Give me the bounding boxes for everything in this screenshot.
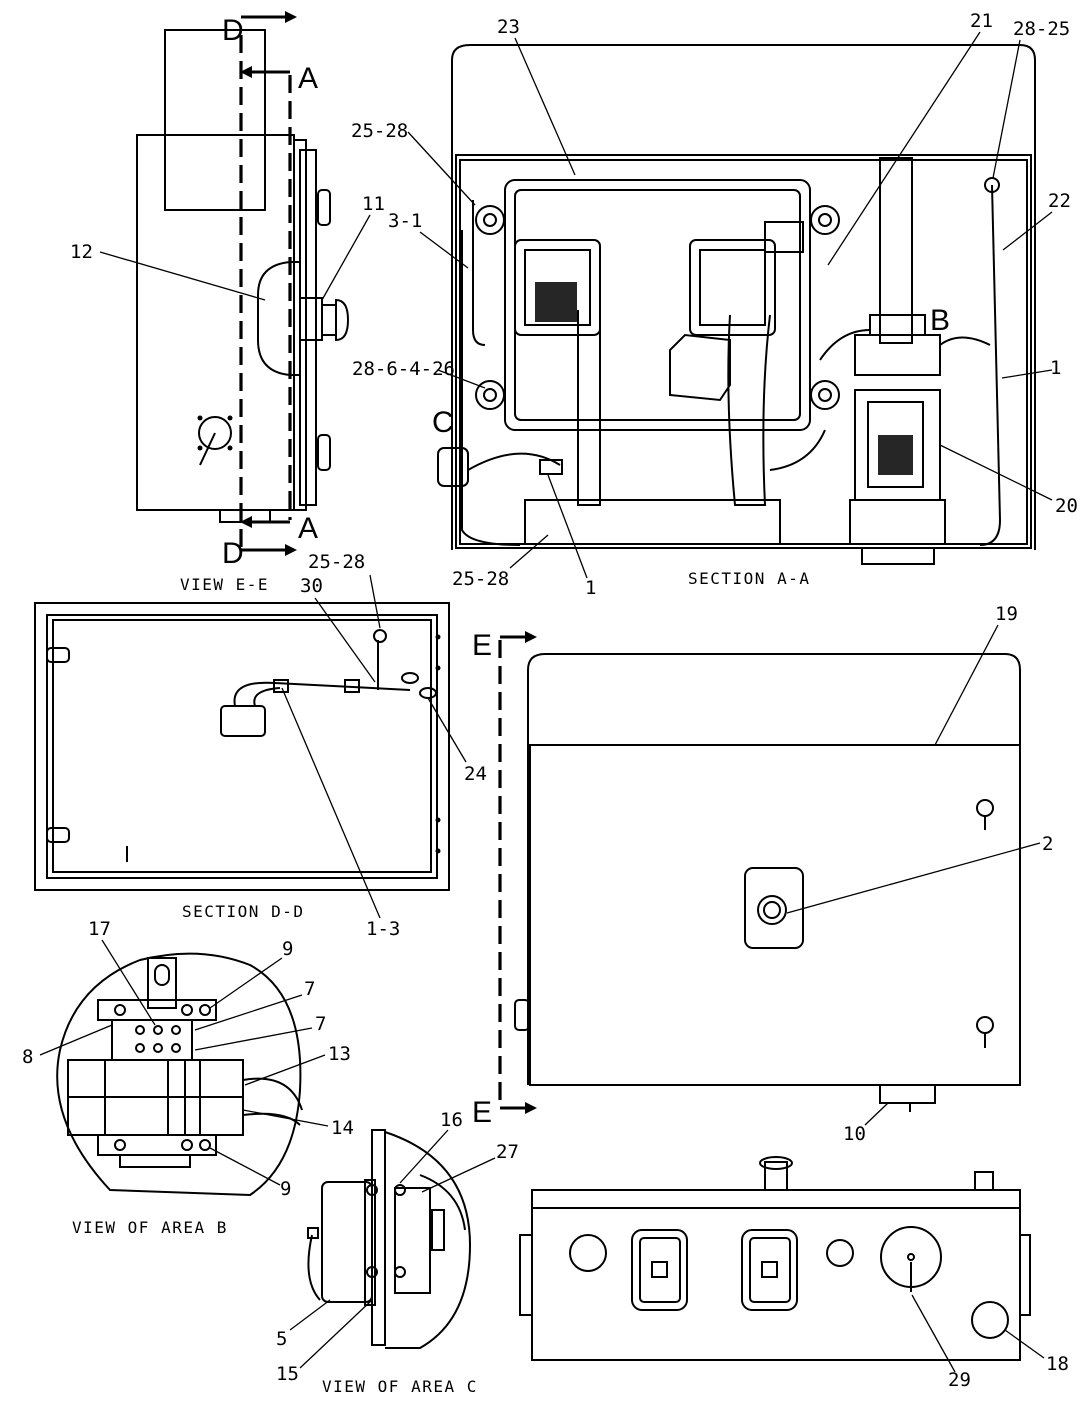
callout-21: 21 [970, 10, 993, 32]
callout-13: 13 [328, 1043, 351, 1065]
callout-7-b: 7 [315, 1013, 326, 1035]
callout-15: 15 [276, 1363, 299, 1385]
callout-20: 20 [1055, 495, 1078, 517]
callout-11: 11 [362, 193, 385, 215]
section-letter-e-top: E [472, 629, 492, 662]
callout-27: 27 [496, 1141, 519, 1163]
section-letter-b: B [930, 304, 950, 337]
section-dd-caption: SECTION D-D [182, 902, 304, 921]
section-letter-a-top: A [298, 62, 318, 95]
callout-16: 16 [440, 1109, 463, 1131]
callout-7-a: 7 [304, 978, 315, 1000]
callout-9-b: 9 [280, 1178, 291, 1200]
callout-12: 12 [70, 241, 93, 263]
bottom-view-drawing [519, 1156, 1031, 1361]
callout-28-25: 28-25 [1013, 18, 1070, 40]
section-aa-caption: SECTION A-A [688, 569, 810, 588]
view-area-b-caption: VIEW OF AREA B [72, 1218, 228, 1237]
view-ee-caption: VIEW E-E [180, 575, 269, 594]
section-letter-d-bottom: D [222, 537, 244, 570]
callout-1-b: 1 [585, 577, 596, 599]
callout-23: 23 [497, 16, 520, 38]
callout-5: 5 [276, 1328, 287, 1350]
callout-25-28-a: 25-28 [351, 120, 408, 142]
section-letter-a-bottom: A [298, 512, 318, 545]
view-area-b-drawing [56, 952, 303, 1197]
callout-14: 14 [331, 1117, 354, 1139]
callout-18: 18 [1046, 1353, 1069, 1375]
callout-17: 17 [88, 918, 111, 940]
callout-3-1: 3-1 [388, 210, 422, 232]
section-letter-d-top: D [222, 14, 244, 47]
callout-10: 10 [843, 1123, 866, 1145]
callout-29: 29 [948, 1369, 971, 1391]
callout-9-a: 9 [282, 938, 293, 960]
callout-1-3: 1-3 [366, 918, 400, 940]
callout-1-a: 1 [1050, 357, 1061, 379]
section-letter-e-bottom: E [472, 1096, 492, 1129]
section-letter-c: C [432, 406, 454, 439]
callout-8: 8 [22, 1046, 33, 1068]
callout-25-28-b: 25-28 [452, 568, 509, 590]
callout-28-6-4-26: 28-6-4-26 [352, 358, 455, 380]
view-area-c-caption: VIEW OF AREA C [322, 1377, 478, 1396]
view-area-c-drawing [307, 1129, 472, 1349]
section-dd-drawing [34, 602, 450, 891]
callout-22: 22 [1048, 190, 1071, 212]
callout-19: 19 [995, 603, 1018, 625]
view-ee-drawing [136, 11, 350, 556]
callout-30: 30 [300, 575, 323, 597]
callout-2: 2 [1042, 833, 1053, 855]
callout-25-28-c: 25-28 [308, 551, 365, 573]
callout-24: 24 [464, 763, 487, 785]
front-view-drawing [498, 631, 1021, 1114]
